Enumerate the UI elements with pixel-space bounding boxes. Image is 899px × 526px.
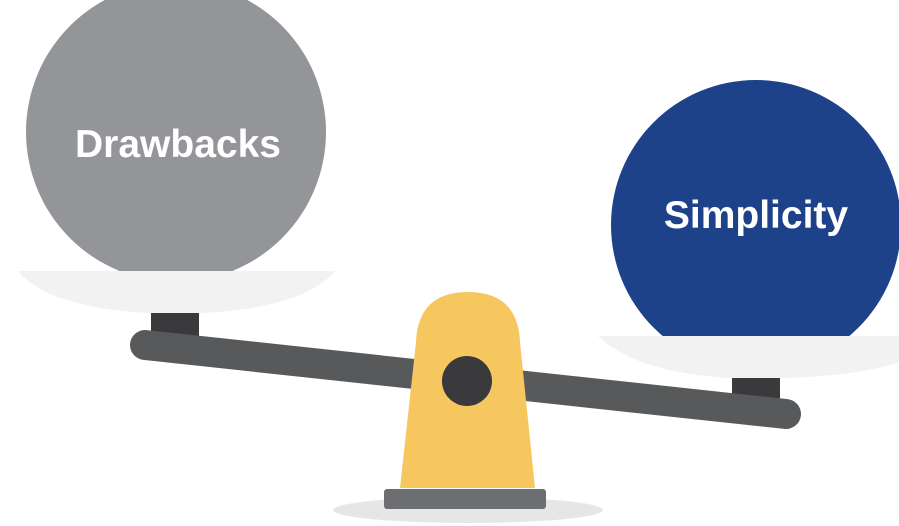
simplicity-ball [611, 80, 899, 370]
drawbacks-label: Drawbacks [75, 123, 281, 166]
pivot-bolt [442, 356, 492, 406]
left-weight: Drawbacks [26, 0, 326, 282]
right-pan [598, 336, 899, 379]
fulcrum-base [384, 489, 546, 509]
drawbacks-ball [26, 0, 326, 282]
simplicity-label: Simplicity [664, 194, 849, 237]
right-weight: Simplicity [611, 80, 899, 370]
left-pan [18, 271, 335, 314]
